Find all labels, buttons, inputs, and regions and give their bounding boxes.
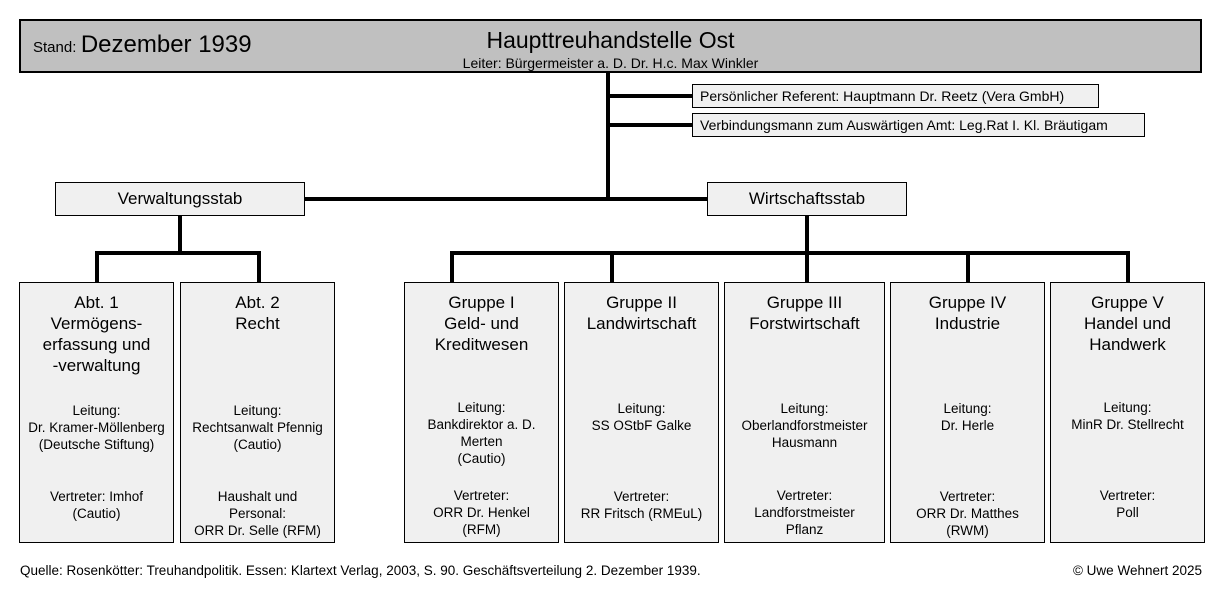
stab-label: Wirtschaftsstab [748, 189, 866, 208]
unit-title: Gruppe V Handel und Handwerk [1084, 293, 1171, 354]
stab-label: Verwaltungsstab [117, 189, 243, 208]
connector-abt2-drop [257, 251, 261, 282]
unit-leader: Leitung: Bankdirektor a. D. Merten (Caut… [427, 400, 536, 466]
unit-leader: Leitung: SS OStbF Galke [591, 401, 692, 433]
unit-title: Gruppe I Geld- und Kreditwesen [434, 293, 529, 354]
unit-box-gruppe-1: Gruppe I Geld- und Kreditwesen Leitung: … [404, 282, 559, 543]
connector-staff-1 [606, 94, 694, 98]
connector-gruppe-3-drop [805, 251, 809, 282]
unit-title: Abt. 2 Recht [235, 293, 280, 333]
unit-deputy: Vertreter: Imhof (Cautio) [49, 489, 144, 521]
unit-box-abt-2: Abt. 2 Recht Leitung: Rechtsanwalt Pfenn… [180, 282, 335, 543]
connector-stab-horizontal [303, 197, 709, 201]
unit-box-gruppe-2: Gruppe II Landwirtschaft Leitung: SS OSt… [564, 282, 719, 543]
unit-box-gruppe-3: Gruppe III Forstwirtschaft Leitung: Ober… [724, 282, 885, 543]
unit-box-gruppe-5: Gruppe V Handel und Handwerk Leitung: Mi… [1050, 282, 1205, 543]
staff-label: Persönlicher Referent: Hauptmann Dr. Ree… [700, 88, 1065, 104]
unit-leader: Leitung: Oberlandforstmeister Hausmann [741, 401, 868, 450]
stand-label: Stand: [33, 39, 77, 56]
connector-staff-2 [606, 123, 694, 127]
connector-wirtschaftsstab-drop [805, 216, 809, 255]
connector-gruppe-5-drop [1126, 251, 1130, 282]
unit-box-abt-1: Abt. 1 Vermögens- erfassung und -verwalt… [19, 282, 174, 543]
connector-wirtschaftsstab-bar [450, 251, 1130, 255]
connector-verwaltungsstab-drop [178, 216, 182, 255]
stand-value: Dezember 1939 [80, 31, 252, 58]
connector-verwaltungsstab-bar [95, 251, 261, 255]
unit-leader: Leitung: MinR Dr. Stellrecht [1071, 400, 1184, 432]
unit-title: Gruppe II Landwirtschaft [586, 293, 697, 333]
unit-leader: Leitung: Rechtsanwalt Pfennig (Cautio) [192, 403, 323, 452]
header-box: Stand: Dezember 1939 Haupttreuhandstelle… [19, 19, 1202, 73]
unit-deputy: Vertreter: ORR Dr. Henkel (RFM) [433, 488, 530, 537]
stab-box-wirtschaftsstab: Wirtschaftsstab [707, 182, 907, 216]
stand-group: Stand: Dezember 1939 [33, 31, 252, 59]
header-subtitle: Leiter: Bürgermeister a. D. Dr. H.c. Max… [462, 55, 759, 71]
unit-deputy: Vertreter: Landforstmeister Pflanz [754, 488, 855, 537]
connector-trunk-vertical [606, 73, 610, 199]
connector-gruppe-2-drop [610, 251, 614, 282]
unit-title: Abt. 1 Vermögens- erfassung und -verwalt… [42, 293, 151, 375]
footer-copyright: © Uwe Wehnert 2025 [1072, 563, 1202, 578]
page-title: Haupttreuhandstelle Ost [486, 27, 735, 53]
staff-box-persoenlicher-referent: Persönlicher Referent: Hauptmann Dr. Ree… [692, 84, 1099, 108]
unit-title: Gruppe IV Industrie [928, 293, 1007, 333]
staff-label: Verbindungsmann zum Auswärtigen Amt: Leg… [700, 117, 1108, 133]
unit-deputy: Vertreter: RR Fritsch (RMEuL) [580, 489, 703, 521]
connector-gruppe-1-drop [450, 251, 454, 282]
footer-source: Quelle: Rosenkötter: Treuhandpolitik. Es… [20, 563, 701, 578]
connector-abt1-drop [95, 251, 99, 282]
unit-leader: Leitung: Dr. Kramer-Möllenberg (Deutsche… [28, 403, 165, 452]
staff-box-verbindungsmann: Verbindungsmann zum Auswärtigen Amt: Leg… [692, 113, 1145, 137]
unit-title: Gruppe III Forstwirtschaft [749, 293, 860, 333]
stab-box-verwaltungsstab: Verwaltungsstab [55, 182, 305, 216]
unit-deputy: Haushalt und Personal: ORR Dr. Selle (RF… [194, 489, 321, 538]
unit-leader: Leitung: Dr. Herle [940, 401, 995, 433]
unit-box-gruppe-4: Gruppe IV Industrie Leitung: Dr. Herle V… [890, 282, 1045, 543]
unit-deputy: Vertreter: Poll [1099, 488, 1156, 520]
unit-deputy: Vertreter: ORR Dr. Matthes (RWM) [916, 489, 1019, 538]
connector-gruppe-4-drop [966, 251, 970, 282]
